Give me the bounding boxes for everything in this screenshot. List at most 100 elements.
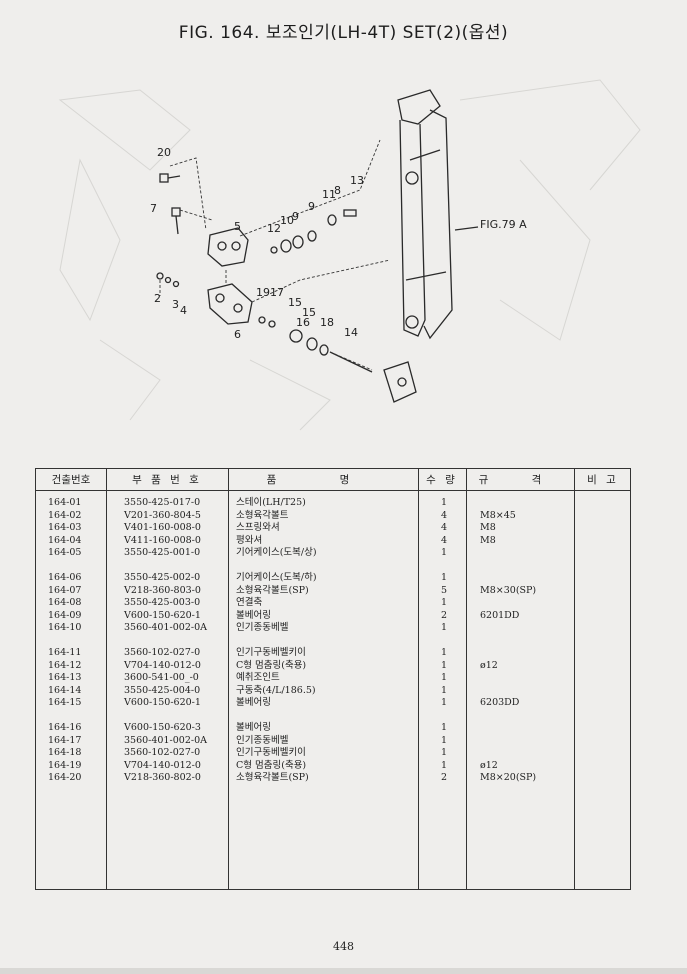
- col-divider: [466, 469, 467, 889]
- part-code: 164-12: [48, 659, 82, 671]
- part-number: V218-360-802-0: [124, 772, 201, 784]
- header-code: 건출번호: [51, 474, 91, 486]
- quantity: 5: [440, 584, 448, 596]
- part-code: 164-03: [48, 522, 82, 534]
- leader-lines: [159, 139, 391, 371]
- table-row: 164-03 V401-160-008-0 스프링와셔 4 M8: [36, 522, 630, 535]
- header-part-no: 부 품 번 호: [132, 474, 202, 486]
- part-code: 164-05: [48, 547, 82, 559]
- part-code: 164-17: [48, 734, 82, 746]
- part-name: C형 멈춤링(축용): [236, 759, 307, 771]
- bolt-7: [171, 207, 181, 235]
- part-name: C형 멈춤링(축용): [236, 659, 307, 671]
- part-name: 예취조인트: [236, 672, 280, 684]
- callout-18: 18: [320, 316, 334, 329]
- part-name: 구동축(4/L/186.5): [236, 684, 316, 696]
- callout-9: 9: [308, 200, 315, 213]
- part-name: 볼베어링: [236, 697, 271, 709]
- quantity: 4: [440, 534, 448, 546]
- quantity: 1: [440, 759, 448, 771]
- quantity: 1: [440, 659, 448, 671]
- header-note: 비 고: [587, 474, 619, 486]
- quantity: 1: [440, 497, 448, 508]
- bolt-2: [156, 272, 164, 280]
- part-number: V401-160-008-0: [124, 522, 201, 534]
- quantity: 1: [440, 684, 448, 696]
- callout-2: 2: [154, 292, 161, 305]
- part-code: 164-13: [48, 672, 82, 684]
- part-name: 소형육각볼트: [236, 509, 289, 521]
- header-spec: 규 격: [478, 474, 562, 486]
- specification: M8×45: [480, 509, 516, 521]
- callout-5: 5: [234, 220, 241, 233]
- exploded-parts-diagram: 20 7 2 3 4 5 6 12 10 9 9 11 8 13 19 17 1…: [58, 79, 641, 431]
- specification: M8: [480, 522, 496, 534]
- part-name: 인기종동베벨: [236, 622, 289, 634]
- part-name: 인기구동베벨키이: [236, 747, 306, 759]
- part-number: 3550-425-001-0: [124, 547, 201, 559]
- part-code: 164-04: [48, 534, 82, 546]
- quantity: 1: [440, 672, 448, 684]
- callout-8: 8: [334, 184, 341, 197]
- callout-11: 11: [322, 188, 336, 201]
- callout-10: 10: [280, 214, 294, 227]
- part-number: 3560-401-002-0A: [124, 622, 207, 634]
- callout-7: 7: [150, 202, 157, 215]
- part-code: 164-18: [48, 747, 82, 759]
- part-code: 164-19: [48, 759, 82, 771]
- spring-washer-3: [164, 276, 172, 284]
- specification: ø12: [480, 759, 498, 771]
- quantity: 4: [440, 509, 448, 521]
- quantity: 4: [440, 522, 448, 534]
- specification: M8×20(SP): [480, 772, 537, 784]
- part-number: V600-150-620-1: [124, 609, 201, 621]
- callout-6: 6: [234, 328, 241, 341]
- part-number: V201-360-804-5: [124, 509, 201, 521]
- part-number: 3550-425-003-0: [124, 597, 201, 609]
- callout-15: 15: [302, 306, 316, 319]
- table-row: 164-18 3560-102-027-0 인기구동베벨키이 1: [36, 747, 630, 760]
- part-code: 164-16: [48, 721, 82, 733]
- callout-9-upper: 9: [292, 210, 299, 223]
- quantity: 2: [440, 772, 448, 784]
- part-code: 164-15: [48, 697, 82, 709]
- part-name: 인기구동베벨키이: [236, 646, 306, 658]
- quantity: 1: [440, 547, 448, 559]
- part-number: 3600-541-00_-0: [124, 672, 199, 684]
- part-number: 3560-102-027-0: [124, 747, 201, 759]
- page-title: FIG. 164. 보조인기(LH-4T) SET(2)(옵션): [178, 23, 509, 43]
- part-name: 스프링와셔: [236, 522, 280, 534]
- frame-assembly: [397, 89, 479, 340]
- specification: ø12: [480, 659, 498, 671]
- quantity: 1: [440, 646, 448, 658]
- specification: M8: [480, 534, 496, 546]
- bleed-through-lines: [58, 79, 641, 431]
- part-code: 164-09: [48, 609, 82, 621]
- callout-12: 12: [267, 222, 281, 235]
- part-number: V218-360-803-0: [124, 584, 201, 596]
- gear-case-lower: [207, 283, 253, 325]
- quantity: 1: [440, 747, 448, 759]
- specification: 6203DD: [480, 697, 520, 709]
- part-code: 164-10: [48, 622, 82, 634]
- part-code: 164-11: [48, 646, 82, 658]
- specification: 6201DD: [480, 609, 520, 621]
- scan-edge: [0, 968, 687, 974]
- part-name: 소형육각볼트(SP): [236, 584, 309, 596]
- part-code: 164-01: [48, 497, 82, 508]
- part-number: V411-160-008-0: [124, 534, 201, 546]
- part-name: 볼베어링: [236, 609, 271, 621]
- specification: M8×30(SP): [480, 584, 537, 596]
- gear-case-upper: [207, 227, 249, 267]
